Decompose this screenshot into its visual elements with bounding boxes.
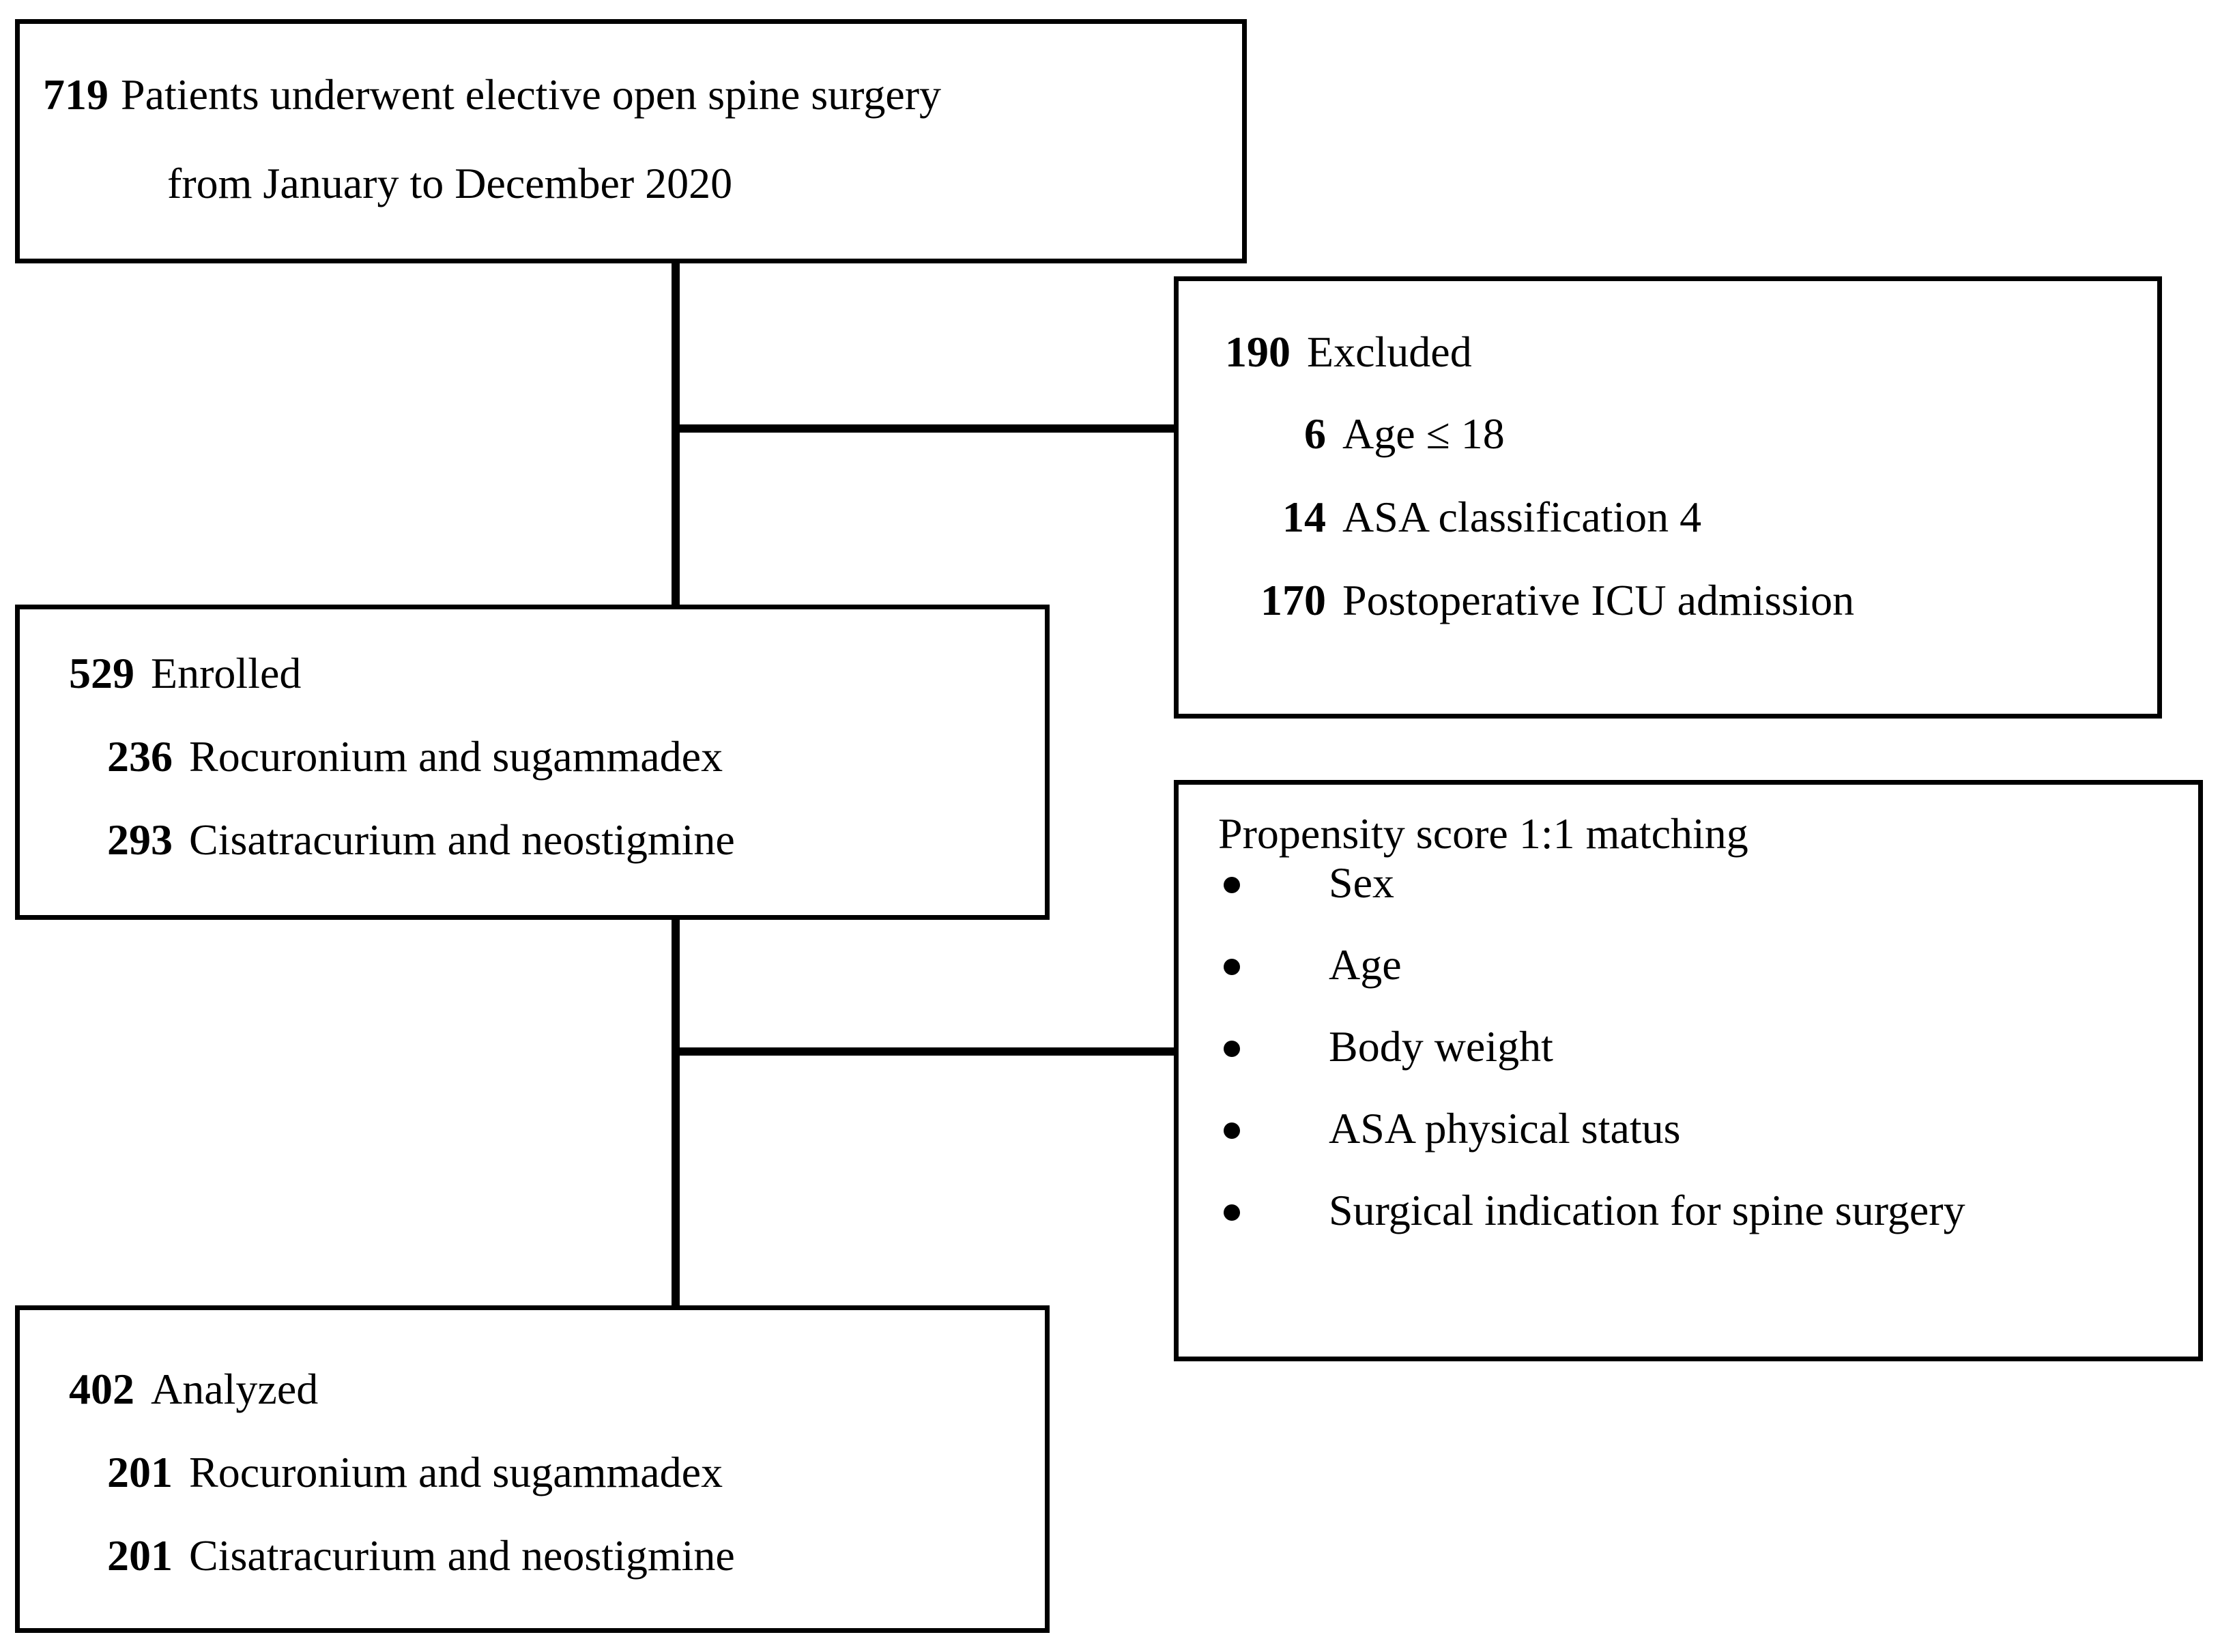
analyzed-count: 402 <box>69 1365 134 1413</box>
analyzed-box-content: 402 Analyzed 201 Rocuronium and sugammad… <box>20 1310 1045 1628</box>
enrolled-box-content: 529 Enrolled 236 Rocuronium and sugammad… <box>20 609 1045 915</box>
excluded-count: 190 <box>1225 328 1291 376</box>
connector-to-matching <box>672 1047 1178 1056</box>
analyzed-item-count-roc: 201 <box>107 1448 173 1496</box>
excluded-heading-label: Excluded <box>1307 328 1472 376</box>
matching-bullet-body-weight: Body weight <box>1329 1022 1553 1071</box>
analyzed-item-label-cis: Cisatracurium and neostigmine <box>189 1531 735 1580</box>
analyzed-box: 402 Analyzed 201 Rocuronium and sugammad… <box>15 1305 1050 1633</box>
matching-bullet-age: Age <box>1329 940 1402 989</box>
connector-enrolled-to-analyzed <box>672 916 680 1310</box>
connector-to-excluded <box>672 424 1178 433</box>
screened-label-line1: Patients underwent elective open spine s… <box>121 70 942 119</box>
enrolled-count: 529 <box>69 649 134 697</box>
enrolled-heading-label: Enrolled <box>151 649 302 697</box>
bullet-icon <box>1224 959 1240 975</box>
excluded-box: 190 Excluded 6 Age ≤ 18 14 ASA classific… <box>1174 276 2162 719</box>
bullet-icon <box>1224 1204 1240 1221</box>
matching-bullet-asa-status: ASA physical status <box>1329 1104 1681 1153</box>
enrolled-item-count-cis: 293 <box>107 815 173 864</box>
propensity-matching-content: Propensity score 1:1 matching Sex Age Bo… <box>1179 785 2198 1357</box>
excluded-item-label-age: Age ≤ 18 <box>1342 409 1505 458</box>
matching-bullet-sex: Sex <box>1329 858 1394 907</box>
analyzed-heading-label: Analyzed <box>151 1365 319 1413</box>
matching-heading: Propensity score 1:1 matching <box>1218 809 1748 858</box>
bullet-icon <box>1224 1041 1240 1057</box>
excluded-box-content: 190 Excluded 6 Age ≤ 18 14 ASA classific… <box>1179 281 2157 714</box>
screened-count: 719 <box>43 70 109 119</box>
enrolled-item-count-roc: 236 <box>107 732 173 781</box>
screened-label-line2: from January to December 2020 <box>167 159 733 207</box>
excluded-item-label-asa: ASA classification 4 <box>1342 493 1702 541</box>
enrolled-item-label-cis: Cisatracurium and neostigmine <box>189 815 735 864</box>
connector-screened-to-enrolled <box>672 261 680 609</box>
screened-box-content: 719 Patients underwent elective open spi… <box>20 24 1242 259</box>
analyzed-item-count-cis: 201 <box>107 1531 173 1580</box>
excluded-item-count-icu: 170 <box>1260 576 1326 624</box>
bullet-icon <box>1224 1122 1240 1139</box>
screened-box: 719 Patients underwent elective open spi… <box>15 19 1247 263</box>
enrolled-item-label-roc: Rocuronium and sugammadex <box>189 732 723 781</box>
matching-bullet-surgical-indication: Surgical indication for spine surgery <box>1329 1186 1965 1234</box>
analyzed-item-label-roc: Rocuronium and sugammadex <box>189 1448 723 1496</box>
excluded-item-label-icu: Postoperative ICU admission <box>1342 576 1855 624</box>
propensity-matching-box: Propensity score 1:1 matching Sex Age Bo… <box>1174 780 2203 1361</box>
bullet-icon <box>1224 877 1240 893</box>
enrolled-box: 529 Enrolled 236 Rocuronium and sugammad… <box>15 605 1050 920</box>
excluded-item-count-age: 6 <box>1304 409 1326 458</box>
excluded-item-count-asa: 14 <box>1282 493 1326 541</box>
